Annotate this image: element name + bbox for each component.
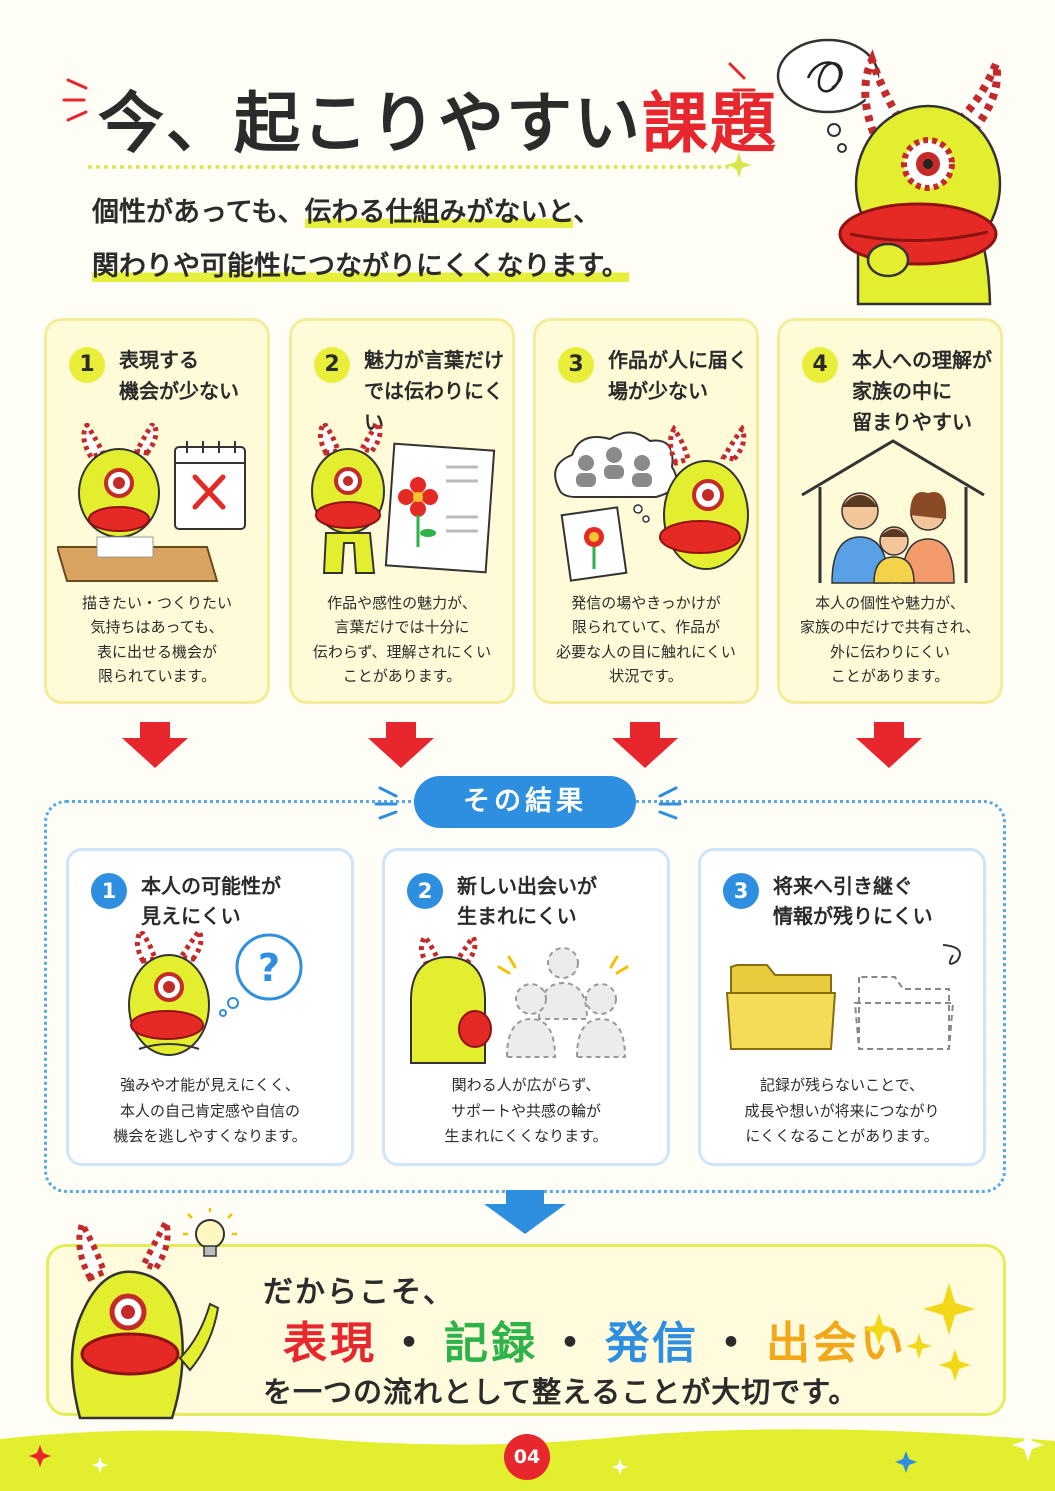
page-title-accent: 課題 bbox=[642, 85, 778, 162]
keyword-record: 記録 bbox=[444, 1318, 538, 1369]
mascot-absent-people-illustration bbox=[410, 937, 629, 1064]
sparkle-icon bbox=[863, 1283, 975, 1381]
emphasis-lines-right bbox=[658, 786, 682, 820]
down-arrow-icon bbox=[122, 722, 188, 768]
problem-title-3: 作品が人に届く 場が少ない bbox=[608, 348, 748, 403]
result-title-3: 将来へ引き継ぐ 情報が残りにくい bbox=[773, 874, 933, 928]
mascot-drawing-illustration bbox=[311, 423, 496, 574]
sparkle-icon bbox=[726, 152, 752, 178]
mascot-question-illustration: ? bbox=[128, 931, 303, 1056]
down-arrow-icon bbox=[484, 1190, 566, 1234]
conclusion-lead: だからこそ、 bbox=[263, 1275, 455, 1310]
result-number-1: 1 bbox=[91, 873, 127, 909]
down-arrow-icon bbox=[368, 722, 434, 768]
down-arrow-icon bbox=[856, 722, 922, 768]
problem-number-3: 3 bbox=[558, 347, 594, 383]
keyword-expression: 表現 bbox=[283, 1318, 377, 1369]
title-area: 今、起こりやすい課題 bbox=[60, 62, 776, 162]
result-card-1: 1 本人の可能性が 見えにくい ? 強みや才能が見えにくく、 本人の自己肯定感や… bbox=[66, 848, 354, 1166]
svg-text:?: ? bbox=[258, 946, 280, 990]
problem-number-1: 1 bbox=[69, 347, 105, 383]
problem-title-4: 本人への理解が 家族の中に 留まりやすい bbox=[852, 348, 992, 434]
problem-desc-4: 本人の個性や魅力が、 家族の中だけで共有され、 外に伝わりにくい ことがあります… bbox=[799, 594, 981, 685]
result-number-2: 2 bbox=[407, 873, 443, 909]
problem-card-3: 3 作品が人に届く 場が少ない 発信の場やきっかけが 限られていて、作品が 必要… bbox=[533, 318, 759, 704]
pointing-mascot-illustration bbox=[70, 1208, 237, 1420]
problem-number-2: 2 bbox=[314, 347, 350, 383]
problem-desc-2: 作品や感性の魅力が、 言葉だけでは十分に 伝わらず、理解されにくい ことがありま… bbox=[312, 594, 492, 685]
down-arrow-icon bbox=[612, 722, 678, 768]
mascot-desk-calendar-illustration bbox=[57, 423, 246, 582]
problem-card-4: 4 本人への理解が 家族の中に 留まりやすい 本人の個性や魅力が、 家族の中だけ… bbox=[777, 318, 1003, 704]
emphasis-lines-left bbox=[374, 786, 398, 820]
page-title: 今、起こりやすい課題 bbox=[98, 85, 778, 162]
result-desc-1: 強みや才能が見えにくく、 本人の自己肯定感や自信の 機会を逃しやすくなります。 bbox=[113, 1076, 307, 1145]
conclusion-keywords: 表現・記録・発信・出会い bbox=[283, 1318, 907, 1369]
lead-line-2: 関わりや可能性につながりにくくなります。 bbox=[92, 251, 629, 282]
emphasis-lines-right bbox=[728, 62, 756, 118]
folder-illustration bbox=[725, 944, 961, 1050]
conclusion-tail: を一つの流れとして整えることが大切です。 bbox=[263, 1375, 859, 1409]
result-title-1: 本人の可能性が 見えにくい bbox=[141, 874, 281, 928]
title-divider bbox=[88, 165, 738, 169]
problem-number-4: 4 bbox=[802, 347, 838, 383]
mascot-audience-illustration bbox=[554, 425, 749, 582]
problem-title-2: 魅力が言葉だけ では伝わりにくい bbox=[364, 348, 504, 434]
keyword-publish: 発信 bbox=[605, 1318, 699, 1369]
result-card-2: 2 新しい出会いが 生まれにくい 関わる人が広がらず、 サポートや共感の輪が 生… bbox=[382, 848, 670, 1166]
problem-desc-3: 発信の場やきっかけが 限られていて、作品が 必要な人の目に触れにくい 状況です。 bbox=[556, 594, 736, 685]
problem-card-1: 1 表現する 機会が少ない 描きたい・つくりたい 気持ちはあっても、 表に出せる… bbox=[44, 318, 270, 704]
lead-line-1: 個性があっても、伝わる仕組みがないと、 bbox=[92, 197, 601, 228]
result-desc-2: 関わる人が広がらず、 サポートや共感の輪が 生まれにくくなります。 bbox=[444, 1076, 608, 1145]
problem-card-2: 2 魅力が言葉だけ では伝わりにくい 作品や感性の魅力が、 言葉だけでは十分に … bbox=[289, 318, 515, 704]
result-number-3: 3 bbox=[723, 873, 759, 909]
result-desc-3: 記録が残らないことで、 成長や想いが将来につながり にくくなることがあります。 bbox=[744, 1076, 940, 1145]
result-label: その結果 bbox=[414, 776, 636, 828]
result-title-2: 新しい出会いが 生まれにくい bbox=[457, 874, 597, 928]
problem-desc-1: 描きたい・つくりたい 気持ちはあっても、 表に出せる機会が 限られています。 bbox=[81, 594, 232, 685]
problem-title-1: 表現する 機会が少ない bbox=[119, 348, 239, 403]
emphasis-lines-left bbox=[62, 78, 88, 122]
page-number: 04 bbox=[504, 1434, 550, 1480]
thinking-mascot-illustration bbox=[776, 38, 1002, 306]
family-house-illustration bbox=[801, 439, 985, 584]
result-card-3: 3 将来へ引き継ぐ 情報が残りにくい 記録が残らないことで、 成長や想いが将来に… bbox=[698, 848, 986, 1166]
